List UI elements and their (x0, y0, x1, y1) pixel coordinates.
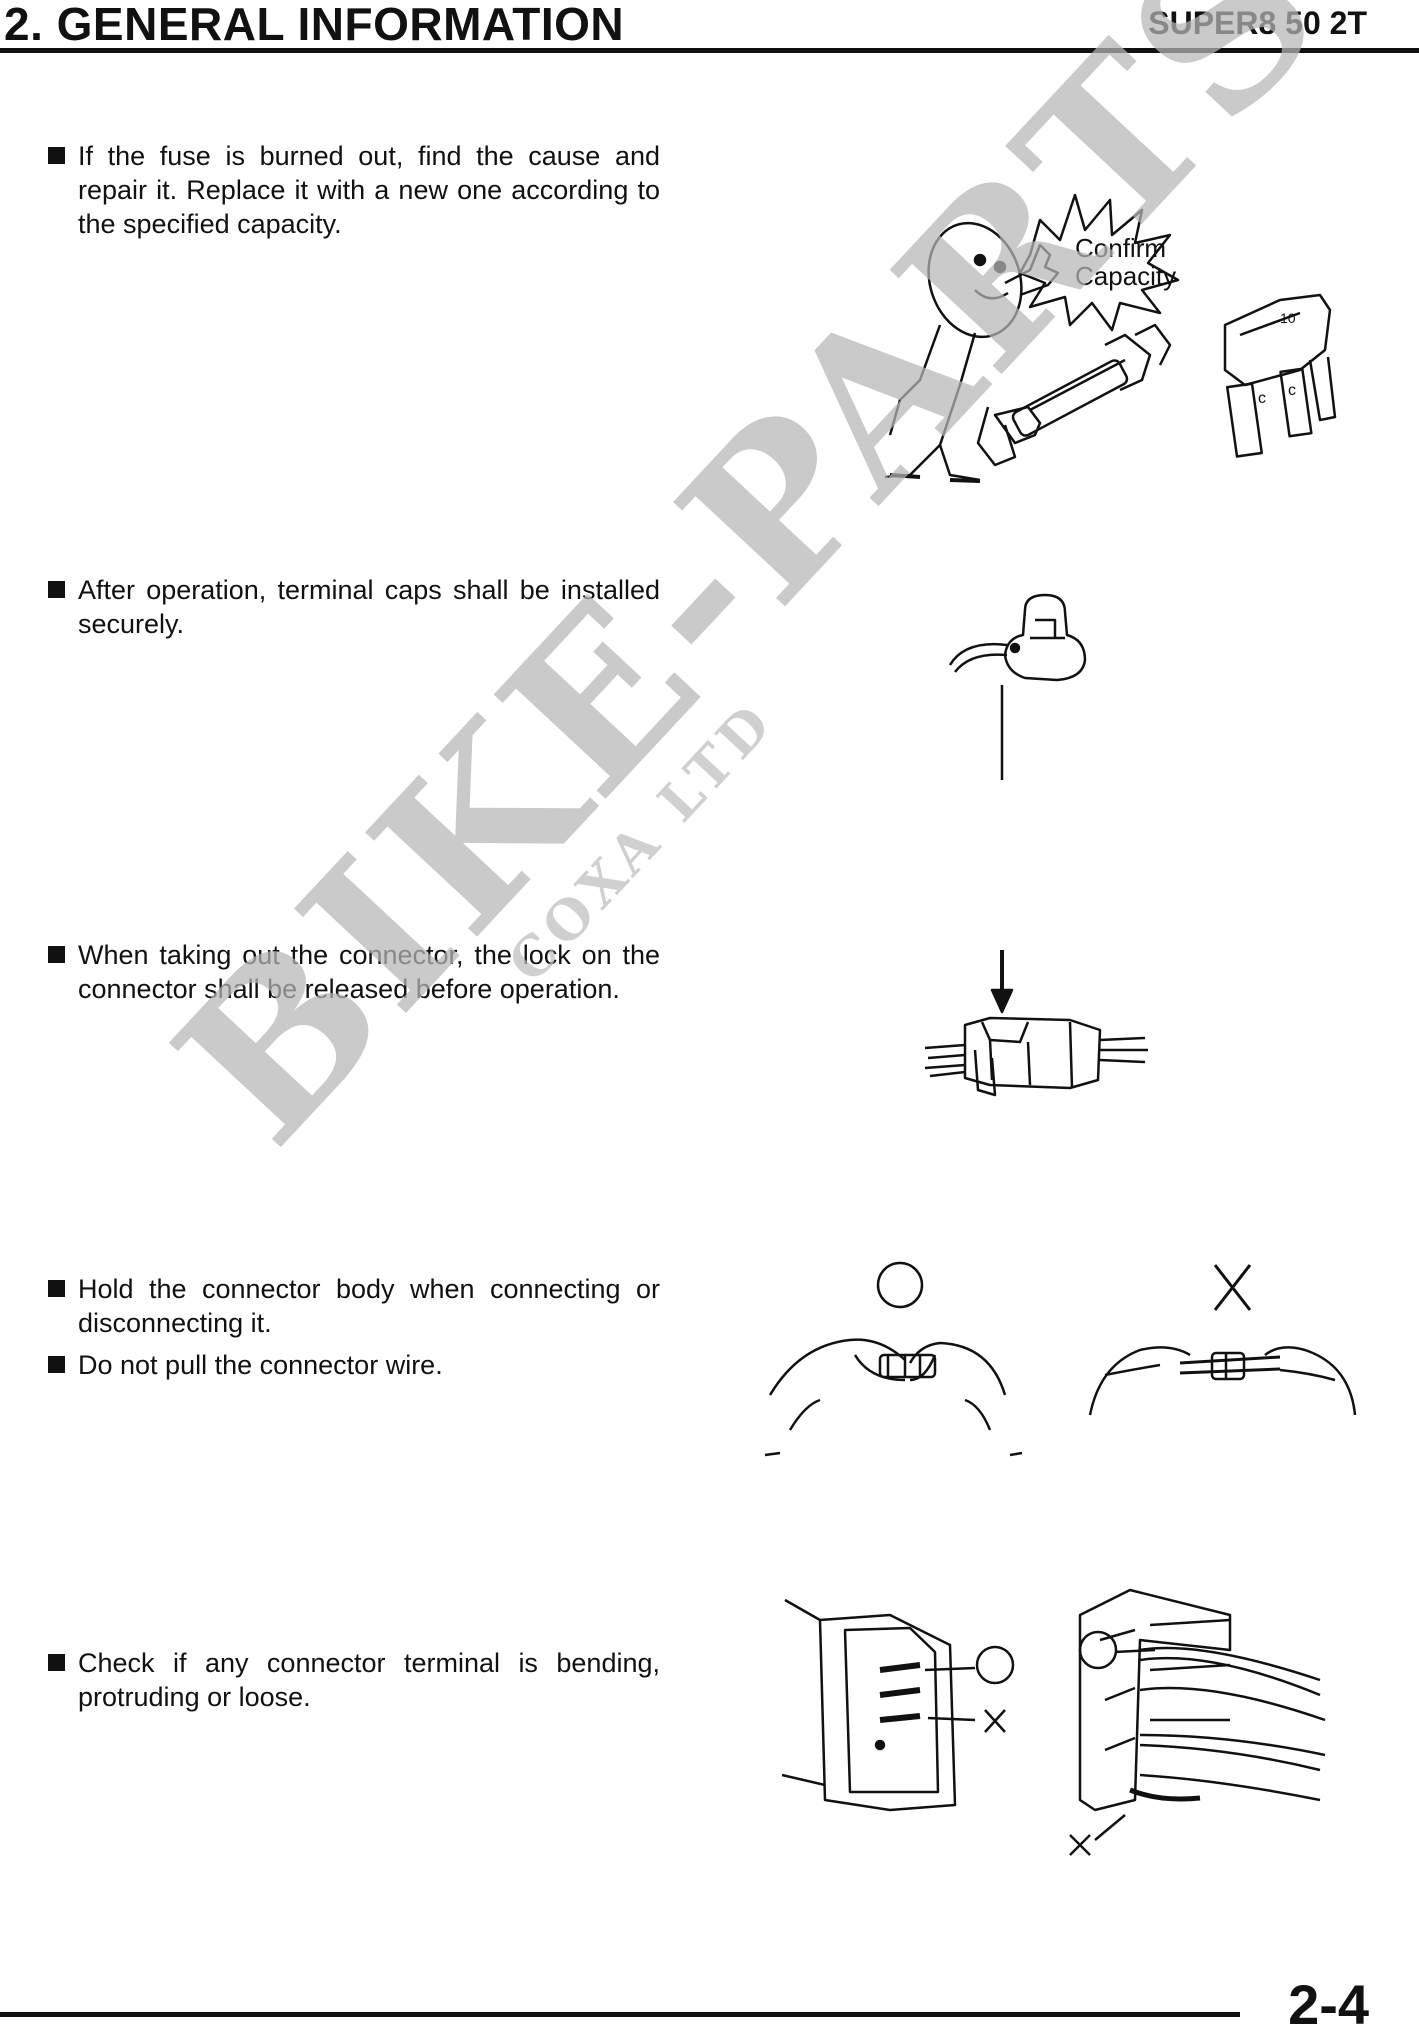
model-name: SUPER8 50 2T (1148, 5, 1367, 41)
footer-rule (0, 2012, 1240, 2017)
blade-fuse (1223, 293, 1332, 387)
instruction-connector-lock: When taking out the connector, the lock … (48, 938, 660, 1006)
square-bullet-icon (48, 581, 65, 598)
connector-held-correct (878, 1353, 937, 1379)
terminal-wires (1139, 1646, 1326, 1802)
square-bullet-icon (48, 147, 65, 164)
wrong-mark-icon (1069, 1834, 1091, 1856)
fuse-illustration: c c 10 Confirm Capacity (884, 193, 1337, 483)
instruction-terminal-check: Check if any connector terminal is bendi… (48, 1646, 660, 1714)
callout-line-1: Confirm (1075, 233, 1166, 263)
svg-text:10: 10 (1280, 310, 1296, 326)
hold-connector-illustration: O X (764, 1261, 1357, 1457)
instruction-text: Hold the connector body when connecting … (78, 1274, 660, 1338)
instruction-text: Do not pull the connector wire. (78, 1350, 443, 1380)
male-connector-housing (1078, 1588, 1232, 1812)
right-hands-wrong (1088, 1346, 1191, 1416)
instruction-text: If the fuse is burned out, find the caus… (78, 141, 660, 239)
terminal-cap-illustration (948, 593, 1087, 780)
instruction-fuse: If the fuse is burned out, find the caus… (48, 139, 660, 241)
left-hands-correct (768, 1338, 906, 1431)
connector-lock-illustration (924, 950, 1148, 1097)
svg-text:c: c (1258, 390, 1266, 407)
correct-mark-icon (975, 1645, 1015, 1685)
correct-mark-icon (1078, 1630, 1118, 1670)
square-bullet-icon (48, 1356, 65, 1373)
square-bullet-icon (48, 1280, 65, 1297)
instruction-text: After operation, terminal caps shall be … (78, 575, 660, 639)
instruction-text: When taking out the connector, the lock … (78, 940, 660, 1004)
svg-text:c: c (1288, 382, 1296, 399)
connector-housing (963, 1016, 1102, 1090)
starburst-callout (1018, 193, 1180, 332)
callout-line-2: Capacity (1075, 261, 1176, 291)
correct-mark-icon (876, 1261, 924, 1309)
terminal-check-illustration: O X (781, 1588, 1326, 1856)
instruction-no-pull: Do not pull the connector wire. (48, 1348, 660, 1382)
section-title: 2. GENERAL INFORMATION (4, 0, 625, 50)
wrong-mark-icon (1213, 1264, 1252, 1311)
instruction-terminal-caps: After operation, terminal caps shall be … (48, 573, 660, 641)
square-bullet-icon (48, 1654, 65, 1671)
page-number: 2-4 (1288, 1973, 1369, 2036)
cartridge-fuse (1011, 359, 1129, 437)
terminal-wire (948, 643, 1008, 666)
female-connector-housing (818, 1613, 957, 1812)
connector-held-wrong (1210, 1351, 1246, 1381)
instruction-hold-body: Hold the connector body when connecting … (48, 1272, 660, 1340)
connector-wires (924, 1043, 966, 1078)
instruction-text: Check if any connector terminal is bendi… (78, 1648, 660, 1712)
header-rule (0, 48, 1419, 53)
square-bullet-icon (48, 946, 65, 963)
wrong-mark-icon (984, 1709, 1006, 1733)
mascot-head (927, 221, 1023, 339)
